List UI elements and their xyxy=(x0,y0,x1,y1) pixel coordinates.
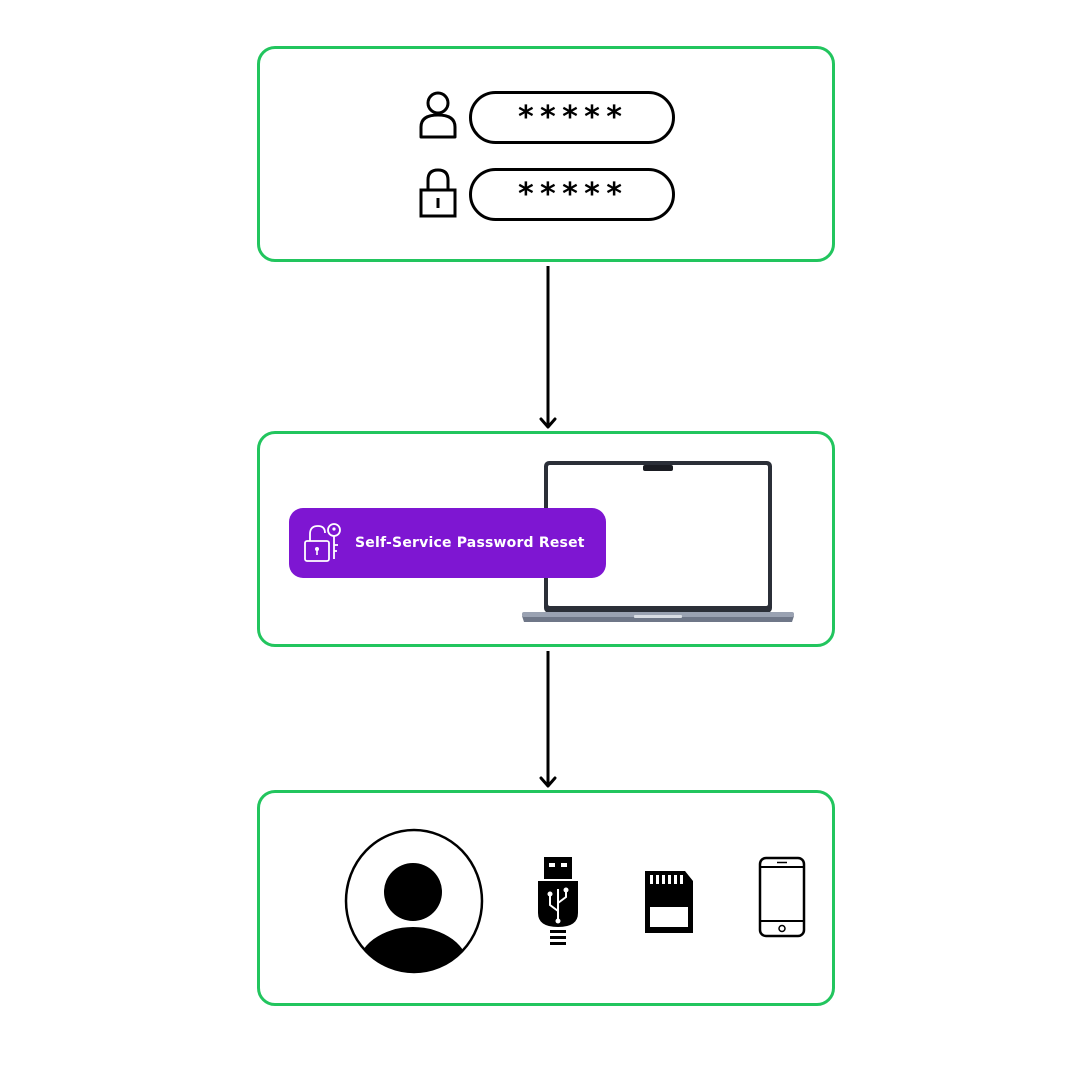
lock-icon xyxy=(419,168,457,218)
flow-arrow xyxy=(539,266,557,429)
password-field[interactable]: ***** xyxy=(469,168,675,221)
sspr-button[interactable]: Self-Service Password Reset xyxy=(289,508,606,578)
sspr-panel: Self-Service Password Reset xyxy=(257,431,835,647)
user-icon xyxy=(419,91,457,139)
sspr-label: Self-Service Password Reset xyxy=(355,535,585,551)
flow-arrow xyxy=(539,651,557,788)
user-avatar-icon xyxy=(344,828,484,974)
usb-icon xyxy=(538,857,578,945)
auth-methods-panel xyxy=(257,790,835,1006)
username-field[interactable]: ***** xyxy=(469,91,675,144)
sd-card-icon xyxy=(645,871,693,933)
lock-key-icon xyxy=(304,523,341,562)
smartphone-icon xyxy=(758,856,806,938)
credentials-panel: ***** ***** xyxy=(257,46,835,262)
